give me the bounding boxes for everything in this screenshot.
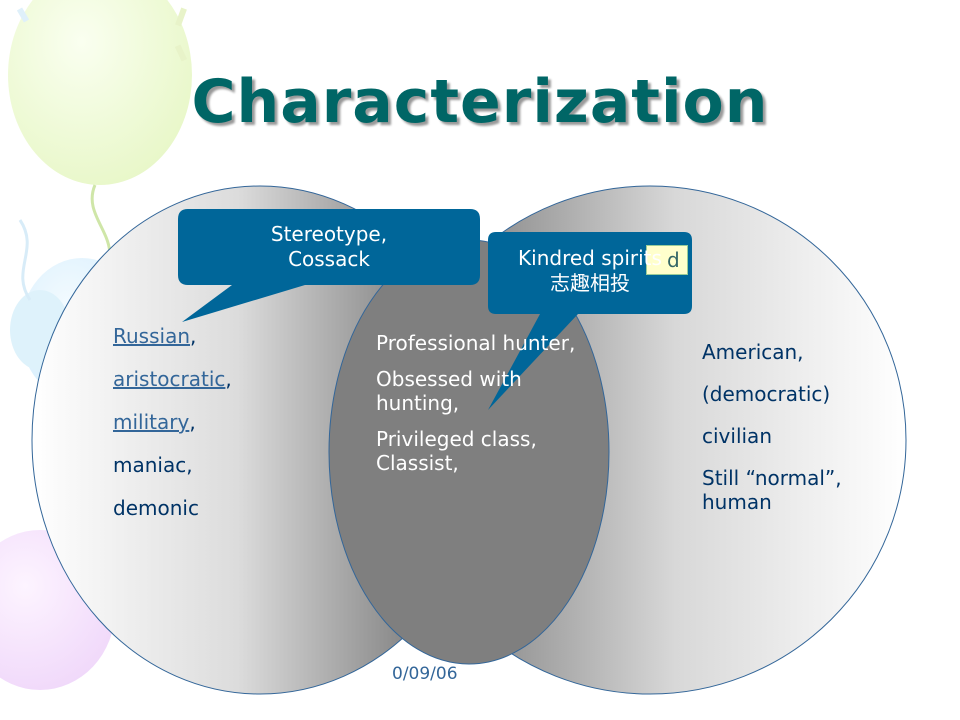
partial-label-box: d <box>646 245 688 275</box>
callout-line: Kindred spirits <box>518 246 662 270</box>
trait-suffix: , <box>189 410 196 434</box>
callout-line: Stereotype, <box>270 222 388 246</box>
slide-date: 0/09/06 <box>392 664 458 684</box>
trait-text: demonic <box>113 496 199 520</box>
trait-link[interactable]: military <box>113 410 190 434</box>
list-item: maniac, <box>113 453 232 477</box>
list-item: (democratic) <box>702 382 831 406</box>
slide-title: Characterization <box>191 67 769 137</box>
callout-line: Cossack <box>288 247 370 271</box>
confetti <box>16 7 30 23</box>
list-item: Obsessed with hunting, <box>376 367 522 415</box>
trait-link[interactable]: Russian <box>113 324 191 348</box>
list-item[interactable]: military, <box>113 410 232 434</box>
list-item: Still “normal”, human <box>702 466 842 514</box>
balloon-yellow <box>8 0 192 185</box>
list-item[interactable]: aristocratic, <box>113 367 232 391</box>
list-item[interactable]: Russian, <box>113 324 232 348</box>
trait-suffix: , <box>225 367 232 391</box>
partial-label: d <box>667 248 680 272</box>
callout-kindred <box>488 232 692 410</box>
balloon-string-2 <box>18 219 32 301</box>
callout-stereotype-text: Stereotype, Cossack <box>178 222 480 272</box>
confetti <box>174 44 188 62</box>
shared-traits: Professional hunter, Obsessed with hunti… <box>376 331 596 487</box>
callout-kindred-text: Kindred spirits 志趣相投 <box>488 246 692 296</box>
callout-stereotype <box>178 209 480 322</box>
list-item: American, <box>702 340 804 364</box>
list-item: Privileged class, Classist, <box>376 427 537 475</box>
list-item: demonic <box>113 496 232 520</box>
confetti <box>175 7 187 27</box>
list-item: civilian <box>702 424 772 448</box>
trait-text: maniac, <box>113 453 193 477</box>
left-traits: Russian, aristocratic, military, maniac,… <box>113 324 232 539</box>
right-traits: American, (democratic) civilian Still “n… <box>702 340 902 532</box>
trait-suffix: , <box>190 324 197 348</box>
trait-link[interactable]: aristocratic <box>113 367 226 391</box>
list-item: Professional hunter, <box>376 331 576 355</box>
callout-line: 志趣相投 <box>550 271 630 295</box>
